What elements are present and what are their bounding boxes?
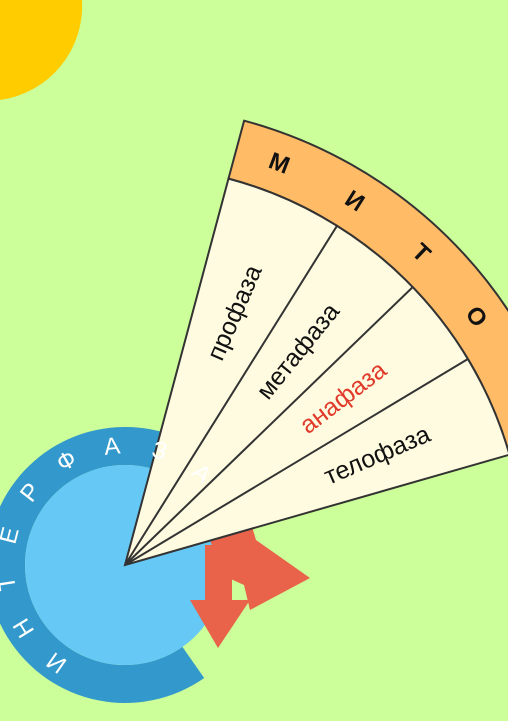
interphase-letter: Т (0, 573, 22, 592)
interphase-letter: А (103, 432, 122, 461)
